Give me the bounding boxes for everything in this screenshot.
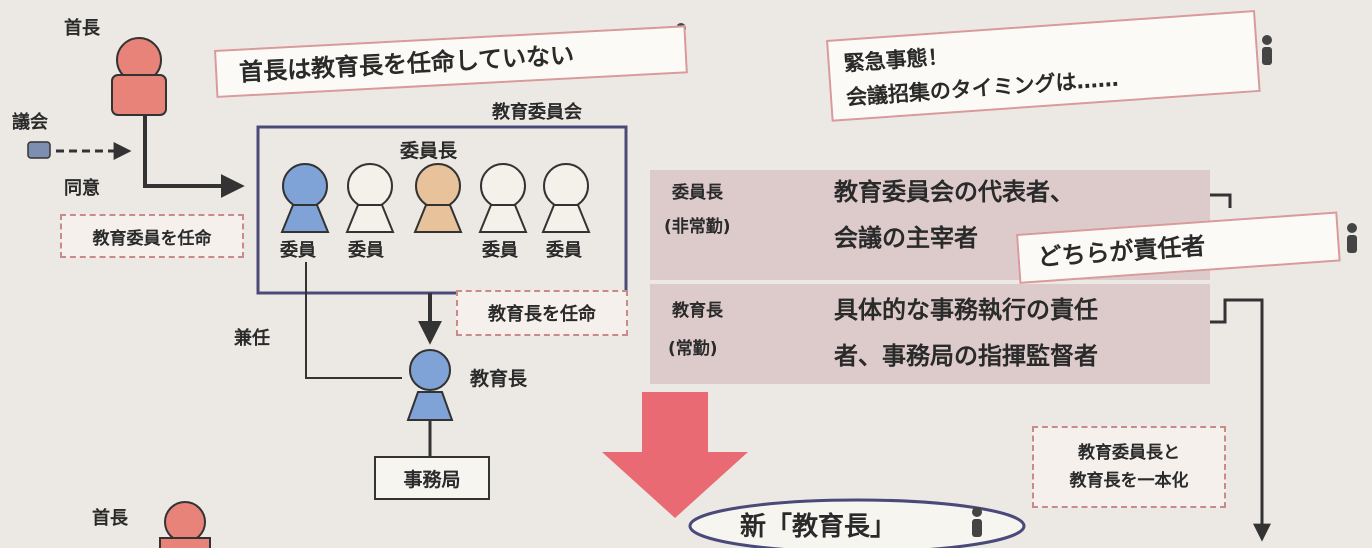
member-label-4: 委員 bbox=[546, 240, 582, 261]
person-icon-4 bbox=[972, 507, 982, 537]
unify-line-2: 教育長を一本化 bbox=[1069, 471, 1189, 491]
new-superintendent-oval bbox=[688, 498, 1026, 548]
big-down-arrow bbox=[602, 392, 748, 518]
superintendent-label: 教育長 bbox=[470, 368, 528, 390]
new-superintendent-label: 新「教育長」 bbox=[740, 512, 897, 542]
chair-desc-line-2: 会議の主宰者 bbox=[834, 224, 978, 252]
person-icon-3 bbox=[1347, 223, 1357, 253]
chair-desc-line-1: 教育委員会の代表者、 bbox=[834, 178, 1074, 206]
superintendent-role-title: 教育長 bbox=[672, 301, 723, 321]
unify-line-1: 教育委員長と bbox=[1078, 443, 1180, 463]
member-label-3: 委員 bbox=[482, 240, 518, 261]
board-box bbox=[256, 125, 628, 295]
concurrent-label: 兼任 bbox=[234, 328, 270, 349]
superintendent-figure bbox=[406, 349, 454, 421]
superintendent-role-band bbox=[650, 284, 1210, 384]
chair-role-status: (非常勤) bbox=[664, 217, 731, 237]
unify-box: 教育委員長と 教育長を一本化 bbox=[1032, 426, 1226, 508]
superintendent-desc-line-1: 具体的な事務執行の責任 bbox=[834, 296, 1098, 324]
mayor-figure bbox=[111, 37, 167, 116]
member-figure-3 bbox=[478, 163, 528, 233]
member-label-2: 委員 bbox=[348, 240, 384, 261]
superintendent-desc-line-2: 者、事務局の指揮監督者 bbox=[834, 342, 1098, 370]
mayor-label: 首長 bbox=[64, 18, 100, 39]
appoint-members-box: 教育委員を任命 bbox=[60, 214, 244, 258]
board-label: 教育委員会 bbox=[492, 102, 582, 123]
mayor-to-board-line bbox=[143, 115, 245, 198]
superintendent-role-status: (常勤) bbox=[668, 339, 718, 359]
bottom-mayor-figure bbox=[159, 501, 211, 548]
chair-label: 委員長 bbox=[400, 140, 458, 162]
responsibility-bracket-2 bbox=[1195, 298, 1271, 542]
member-figure-1 bbox=[280, 163, 330, 233]
assembly-label: 議会 bbox=[12, 112, 48, 133]
person-icon-2 bbox=[1262, 35, 1272, 65]
member-figure-2 bbox=[345, 163, 395, 233]
secretariat-box: 事務局 bbox=[374, 456, 490, 500]
concurrent-line bbox=[305, 262, 402, 379]
bottom-mayor-label: 首長 bbox=[92, 508, 128, 529]
assembly-icon bbox=[27, 141, 51, 159]
member-label-1: 委員 bbox=[280, 240, 316, 261]
member-figure-4 bbox=[541, 163, 591, 233]
consent-label: 同意 bbox=[64, 178, 100, 199]
appoint-superintendent-box: 教育長を任命 bbox=[456, 290, 628, 336]
chair-figure bbox=[413, 163, 463, 233]
chair-role-title: 委員長 bbox=[672, 183, 723, 203]
